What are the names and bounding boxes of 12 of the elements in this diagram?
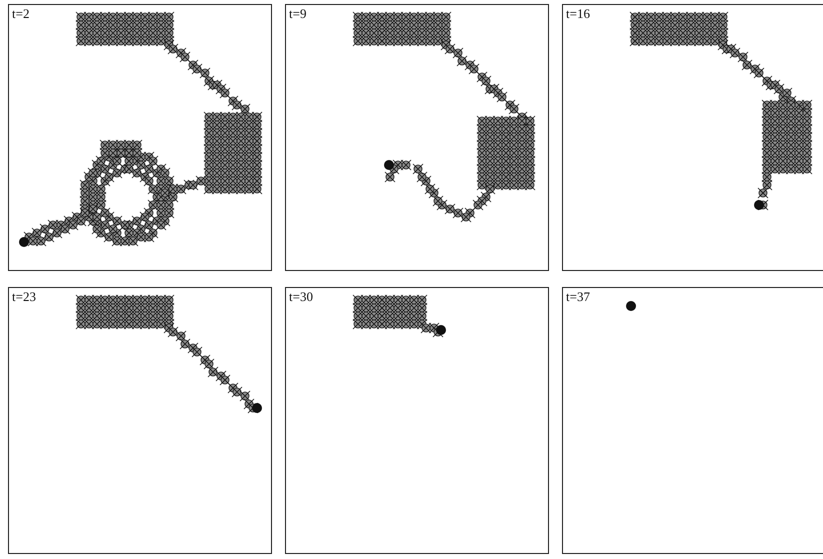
panel xyxy=(8,287,272,554)
panel xyxy=(285,4,549,271)
time-label: t=16 xyxy=(566,7,590,21)
time-label: t=30 xyxy=(289,290,313,304)
panel xyxy=(562,287,823,554)
time-label: t=2 xyxy=(12,7,30,21)
panel xyxy=(562,4,823,271)
time-label: t=37 xyxy=(566,290,590,304)
time-label: t=23 xyxy=(12,290,36,304)
time-label: t=9 xyxy=(289,7,306,21)
panel xyxy=(285,287,549,554)
panel xyxy=(8,4,272,271)
